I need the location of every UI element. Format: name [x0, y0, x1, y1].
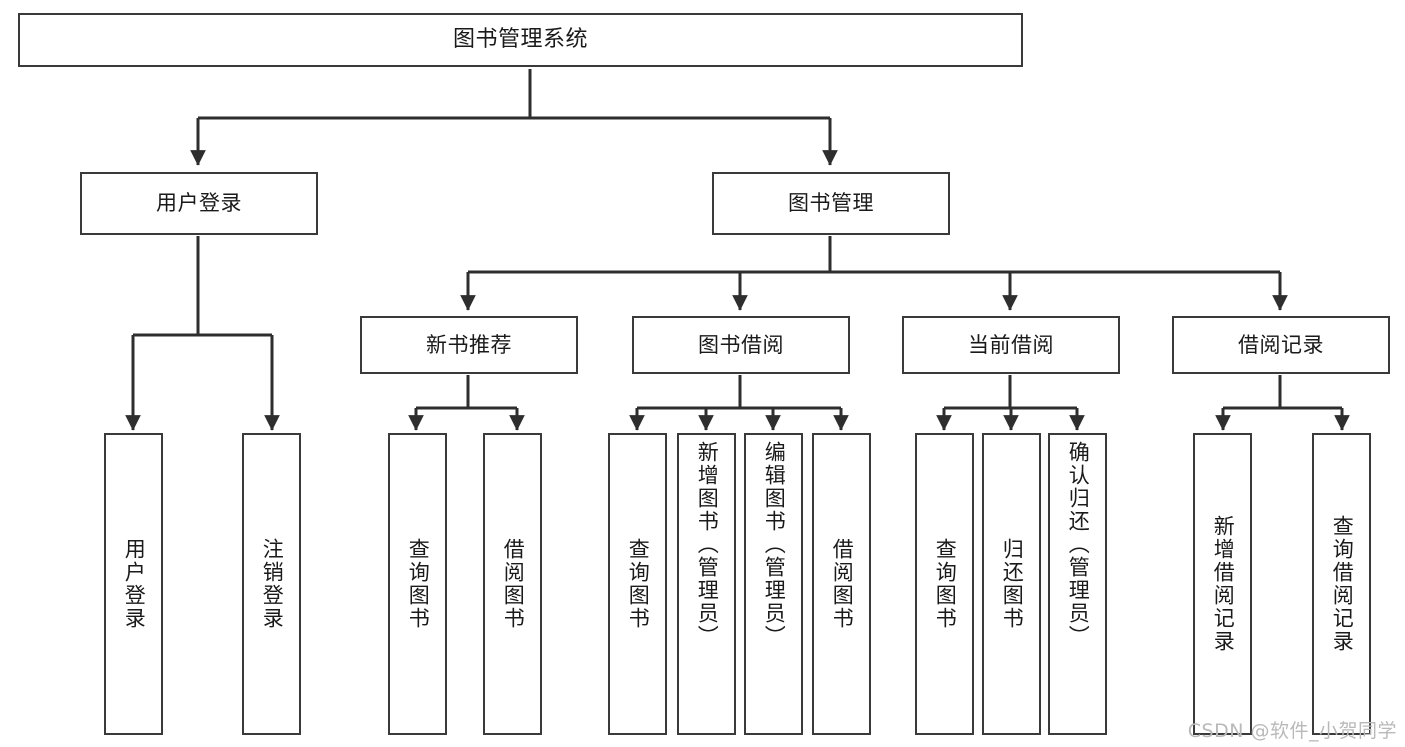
- node-leaf-edit-book-admin-label: 编辑图书（管理员）: [762, 441, 787, 648]
- node-leaf-return-books[interactable]: 归还图书: [982, 433, 1041, 735]
- node-borrow-records-label: 借阅记录: [1238, 332, 1324, 357]
- node-leaf-borrow-books-new-label: 借阅图书: [501, 538, 526, 630]
- node-leaf-query-books-borrow-label: 查询图书: [626, 538, 651, 630]
- node-leaf-borrow-books-new[interactable]: 借阅图书: [483, 433, 542, 735]
- node-root-label: 图书管理系统: [452, 27, 588, 53]
- node-leaf-borrow-books-borrow[interactable]: 借阅图书: [812, 433, 871, 735]
- node-leaf-edit-book-admin[interactable]: 编辑图书（管理员）: [744, 433, 803, 735]
- node-leaf-add-book-admin-label: 新增图书（管理员）: [695, 441, 720, 648]
- node-user-login[interactable]: 用户登录: [80, 172, 318, 235]
- node-leaf-query-books-new[interactable]: 查询图书: [388, 433, 447, 735]
- node-leaf-add-book-admin[interactable]: 新增图书（管理员）: [677, 433, 736, 735]
- node-leaf-user-login[interactable]: 用户登录: [104, 433, 163, 735]
- node-leaf-add-borrow-record[interactable]: 新增借阅记录: [1193, 433, 1252, 735]
- node-leaf-return-books-label: 归还图书: [1000, 538, 1025, 630]
- node-leaf-confirm-return-admin-label: 确认归还（管理员）: [1066, 441, 1091, 648]
- node-leaf-logout[interactable]: 注销登录: [242, 433, 301, 735]
- node-book-management-label: 图书管理: [788, 191, 874, 216]
- node-new-book-recommend[interactable]: 新书推荐: [360, 316, 578, 374]
- node-book-borrow[interactable]: 图书借阅: [632, 316, 850, 374]
- node-leaf-query-books-current-label: 查询图书: [933, 538, 958, 630]
- node-leaf-query-books-borrow[interactable]: 查询图书: [608, 433, 667, 735]
- node-user-login-label: 用户登录: [156, 191, 242, 216]
- node-leaf-query-borrow-record[interactable]: 查询借阅记录: [1312, 433, 1371, 735]
- node-leaf-query-books-new-label: 查询图书: [406, 538, 431, 630]
- node-current-borrow[interactable]: 当前借阅: [902, 316, 1120, 374]
- node-borrow-records[interactable]: 借阅记录: [1172, 316, 1390, 374]
- node-leaf-query-borrow-record-label: 查询借阅记录: [1330, 515, 1355, 653]
- node-leaf-confirm-return-admin[interactable]: 确认归还（管理员）: [1048, 433, 1107, 735]
- node-book-management[interactable]: 图书管理: [712, 172, 950, 235]
- node-book-borrow-label: 图书借阅: [698, 332, 784, 357]
- node-leaf-borrow-books-borrow-label: 借阅图书: [830, 538, 855, 630]
- node-leaf-query-books-current[interactable]: 查询图书: [915, 433, 974, 735]
- node-leaf-add-borrow-record-label: 新增借阅记录: [1211, 515, 1236, 653]
- node-leaf-logout-label: 注销登录: [260, 538, 285, 630]
- node-new-book-recommend-label: 新书推荐: [426, 332, 512, 357]
- node-leaf-user-login-label: 用户登录: [122, 538, 147, 630]
- watermark-text: CSDN @软件_小贺同学: [1187, 720, 1397, 742]
- node-root[interactable]: 图书管理系统: [18, 13, 1023, 67]
- node-current-borrow-label: 当前借阅: [968, 332, 1054, 357]
